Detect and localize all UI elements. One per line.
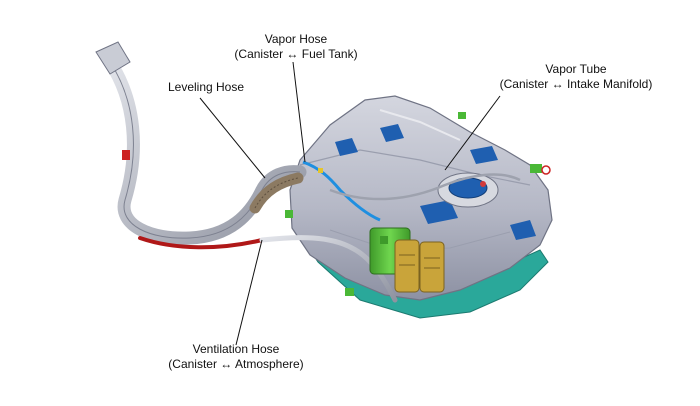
canister [369,227,445,293]
vapor-hose [302,160,381,222]
label-vapor-tube: Vapor Tube (Canister ↔ Intake Manifold) [478,62,674,92]
leveling-hose-title: Leveling Hose [167,80,245,94]
ventilation-hose-subtitle: (Canister ↔ Atmosphere) [168,357,304,371]
vapor-hose-subtitle: (Canister ↔ Fuel Tank) [234,47,358,61]
vapor-hose-title: Vapor Hose [264,32,328,46]
label-vapor-hose: Vapor Hose (Canister ↔ Fuel Tank) [218,32,374,62]
vapor-tube-title: Vapor Tube [545,62,607,76]
leader-lines [199,61,501,346]
ventilation-hose-title: Ventilation Hose [192,342,280,356]
leveling-hose [249,172,304,214]
leader-vapor-hose [292,61,306,163]
leader-leveling-hose [199,97,266,179]
leader-vapor-tube [444,95,501,171]
label-ventilation-hose: Ventilation Hose (Canister ↔ Atmosphere) [148,342,324,372]
blue-pads [335,124,536,240]
leader-ventilation-hose [235,239,263,346]
ventilation-hose [138,235,398,303]
mounting-brackets [285,112,551,296]
vapor-tube-subtitle: (Canister ↔ Intake Manifold) [499,77,653,91]
label-leveling-hose: Leveling Hose [158,80,254,95]
vapor-tube [329,173,521,201]
filler-neck [95,41,307,245]
